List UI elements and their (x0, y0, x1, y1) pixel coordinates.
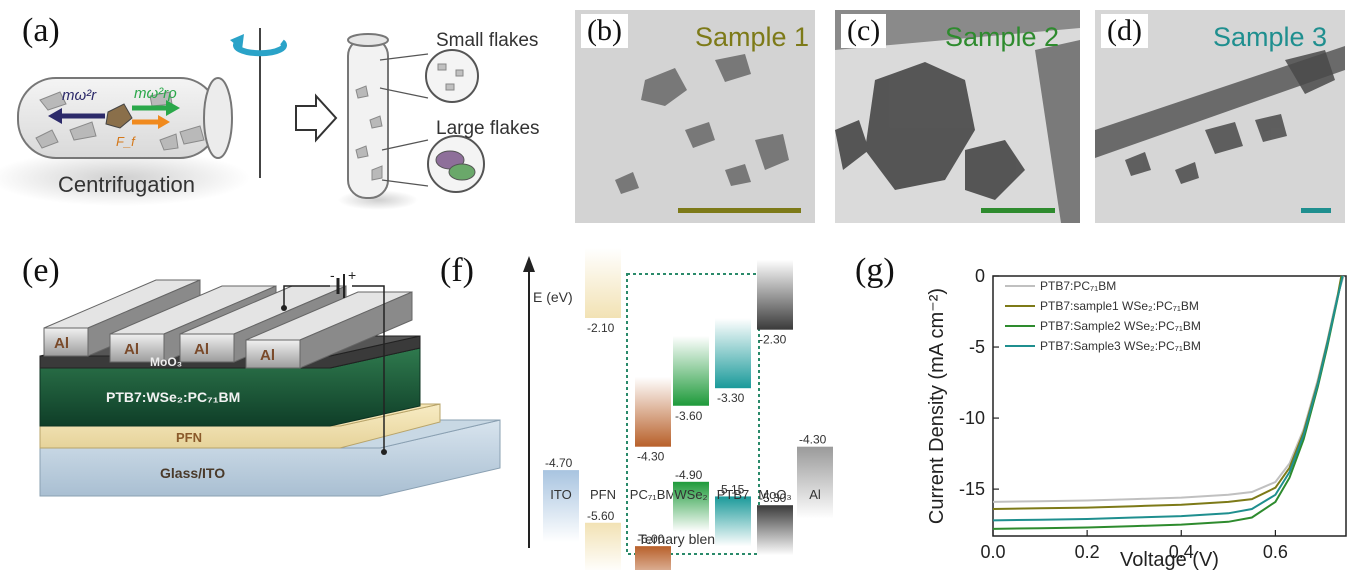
workfunction-bar-ito (543, 470, 579, 543)
rotation-arrow (233, 39, 287, 57)
x-axis-label: Voltage (V) (1120, 549, 1219, 571)
scale-bar-sample-2 (981, 208, 1055, 213)
tem-image-sample-1: Sample 1 (b) (575, 10, 815, 223)
y-axis-label: Current Density (mA cm⁻²) (926, 288, 948, 524)
al-label-1: Al (54, 335, 69, 352)
legend-label-1: PTB7:PC₇₁BM (1040, 279, 1116, 293)
small-flakes-zoom (425, 49, 479, 103)
scale-bar-sample-3 (1301, 208, 1331, 213)
pfn-label: PFN (176, 430, 202, 445)
homo-bar-wse (673, 481, 709, 532)
legend-label-4: PTB7:Sample3 WSe₂:PC₇₁BM (1040, 339, 1201, 353)
workfunction-value-ito: -4.70 (545, 456, 573, 470)
x-tick-label: 0.6 (1263, 542, 1288, 562)
homo-value-pcbm: -6.00 (637, 532, 665, 546)
material-label-wse: WSe₂ (674, 487, 707, 502)
material-label-moo: MoO₃ (758, 487, 791, 502)
ternary-blend-box (626, 273, 760, 555)
x-tick-label: 0.4 (1169, 542, 1194, 562)
homo-bar-moo (757, 505, 793, 556)
legend-label-3: PTB7:Sample2 WSe₂:PC₇₁BM (1040, 319, 1201, 333)
lumo-value-moo: -2.30 (759, 333, 787, 347)
al-label-4: Al (260, 347, 275, 364)
tem-image-sample-3: Sample 3 (d) (1095, 10, 1345, 223)
material-label-al: Al (809, 487, 821, 502)
panel-label-d: (d) (1101, 14, 1148, 48)
force-left-label: mω²r (62, 87, 97, 104)
moo3-label: MoO₃ (150, 355, 182, 369)
series-line-3 (992, 275, 1344, 530)
glass-ito-label: Glass/ITO (160, 465, 225, 481)
ternary-blend-label: Ternary blend (638, 531, 723, 547)
panel-label-c: (c) (841, 14, 887, 48)
plot-frame (992, 275, 1347, 537)
large-flakes-label: Large flakes (436, 118, 540, 139)
active-layer-label: PTB7:WSe₂:PC₇₁BM (106, 389, 240, 405)
lumo-value-wse: -3.60 (675, 409, 703, 423)
panel-e: (e) - + Al Al Al Al MoO₃ (0, 240, 520, 570)
workfunction-bar-al (797, 446, 833, 519)
y-tick-label: -15 (959, 479, 985, 499)
y-tick-label: 0 (975, 266, 985, 286)
homo-value-ptb7: -5.15 (717, 482, 745, 496)
panel-a: (a) mω²r mω²rρ F_f Cent (0, 0, 570, 225)
lumo-bar-ptb7 (715, 318, 751, 389)
material-label-pcbm: PC₇₁BM (630, 487, 676, 502)
tem-title-sample-3: Sample 3 (1213, 22, 1328, 52)
lumo-value-ptb7: -3.30 (717, 391, 745, 405)
battery-plus: + (348, 267, 356, 283)
battery-minus: - (330, 267, 335, 283)
x-tick-label: 0.2 (1075, 542, 1100, 562)
homo-value-wse: -4.90 (675, 468, 703, 482)
tem-image-sample-2: Sample 2 (c) (835, 10, 1080, 223)
x-tick-label: 0.0 (980, 542, 1005, 562)
panel-label-g: (g) (855, 252, 895, 289)
lumo-value-pfn: -2.10 (587, 321, 615, 335)
homo-value-pfn: -5.60 (587, 509, 615, 523)
circuit-wire (283, 285, 330, 308)
force-right-label: mω²rρ (134, 85, 177, 102)
centrifugation-schematic: mω²r mω²rρ F_f Centrifugation Small flak… (0, 28, 540, 210)
lumo-bar-pcbm (635, 376, 671, 447)
energy-axis-label: E (eV) (533, 289, 573, 305)
panel-label-b: (b) (581, 14, 628, 48)
tube-shadow (0, 150, 250, 206)
scale-bar-sample-1 (678, 208, 801, 213)
panel-label-a: (a) (22, 12, 60, 49)
al-label-3: Al (194, 341, 209, 358)
lumo-bar-moo (757, 259, 793, 330)
device-structure: - + Al Al Al Al MoO₃ PTB7:WSe₂:PC₇₁BM PF… (39, 267, 501, 497)
material-label-pfn: PFN (590, 487, 616, 502)
series-line-4 (992, 275, 1344, 522)
panel-label-f: (f) (440, 252, 474, 289)
panel-label-e: (e) (22, 252, 60, 289)
process-arrow (295, 93, 338, 143)
legend-label-2: PTB7:sample1 WSe₂:PC₇₁BM (1040, 299, 1199, 313)
al-label-2: Al (124, 341, 139, 358)
centrifugation-label: Centrifugation (58, 172, 195, 197)
homo-bar-pcbm (635, 546, 671, 570)
workfunction-value-al: -4.30 (799, 433, 827, 447)
small-flakes-label: Small flakes (436, 30, 538, 51)
homo-bar-pfn (585, 522, 621, 570)
lumo-bar-pfn (585, 248, 621, 318)
material-label-ptb7: PTB7 (717, 487, 750, 502)
homo-bar-ptb7 (715, 496, 751, 547)
homo-value-moo: -5.30 (759, 491, 787, 505)
y-tick-label: -10 (959, 408, 985, 428)
center-flake (105, 103, 133, 129)
tem-title-sample-2: Sample 2 (945, 22, 1060, 52)
y-tick-label: -5 (969, 337, 985, 357)
lumo-value-pcbm: -4.30 (637, 450, 665, 464)
lumo-bar-wse (673, 335, 709, 406)
force-small-label: F_f (116, 134, 136, 149)
material-label-ito: ITO (550, 487, 571, 502)
tem-title-sample-1: Sample 1 (695, 22, 810, 52)
